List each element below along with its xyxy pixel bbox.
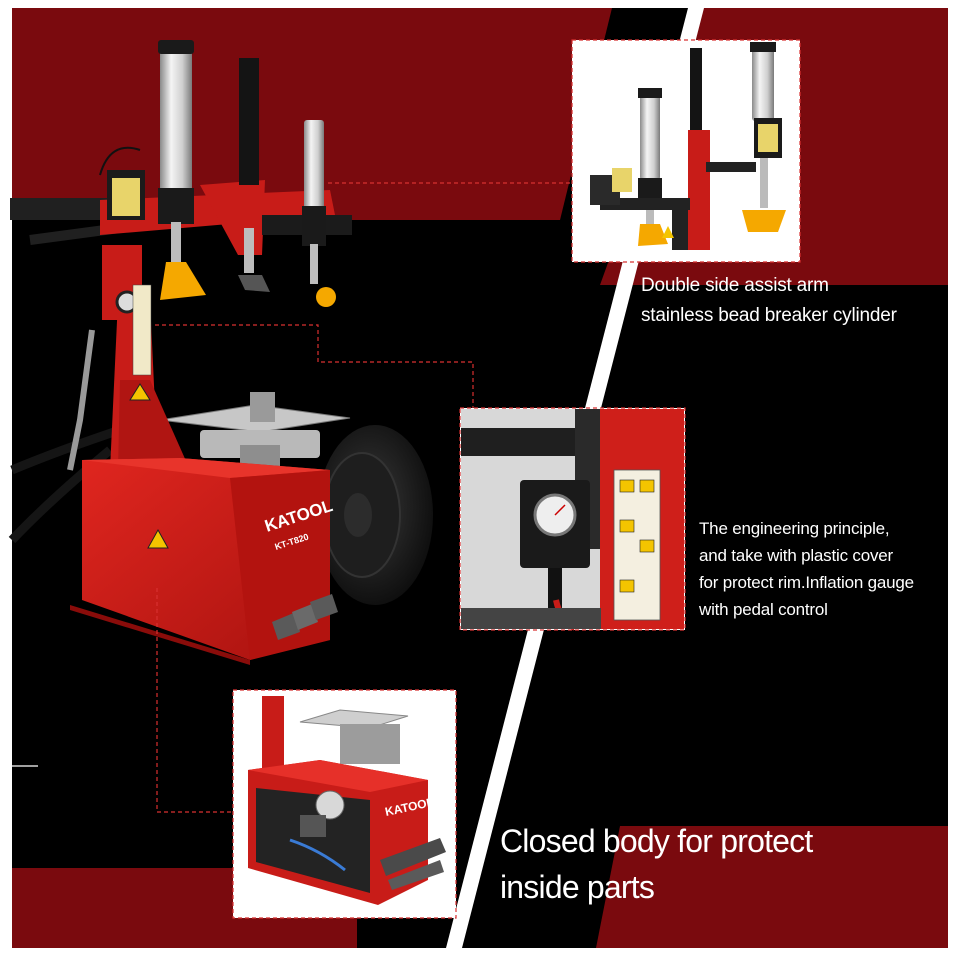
machine-base: KATOOL KT-T820 <box>70 458 338 665</box>
dashed-connectors <box>155 182 572 813</box>
callout-body-line-1: Closed body for protect <box>500 823 813 859</box>
bead-breaker-cylinders <box>158 40 336 307</box>
yellow-roller-icon <box>160 262 206 300</box>
warning-triangle-icon <box>129 383 151 401</box>
callout-assist-arm: Double side assist arm stainless bead br… <box>641 271 897 331</box>
tire-changer-machine: KATOOL KT-T820 <box>8 40 433 665</box>
callout-inflation-line-2: and take with plastic cover <box>699 546 893 565</box>
inset-closed-body: KATOOL <box>232 689 457 919</box>
foot-pedals <box>272 594 338 640</box>
callout-closed-body: Closed body for protect inside parts <box>500 818 813 910</box>
bottom-right-red-band <box>596 826 948 948</box>
callout-assist-arm-line-2: stainless bead breaker cylinder <box>641 305 897 326</box>
inset-assist-arm <box>571 39 801 263</box>
callout-body-line-2: inside parts <box>500 869 655 905</box>
callout-inflation-line-1: The engineering principle, <box>699 519 890 538</box>
yellow-roller-icon <box>316 287 336 307</box>
inset-inflation-gauge <box>459 407 686 631</box>
callout-inflation-line-4: with pedal control <box>699 600 828 619</box>
tire <box>317 425 433 605</box>
callout-inflation-line-3: for protect rim.Inflation gauge <box>699 573 914 592</box>
callout-inflation-gauge: The engineering principle, and take with… <box>699 515 914 623</box>
callout-assist-arm-line-1: Double side assist arm <box>641 275 829 296</box>
warning-triangle-icon <box>147 528 169 549</box>
